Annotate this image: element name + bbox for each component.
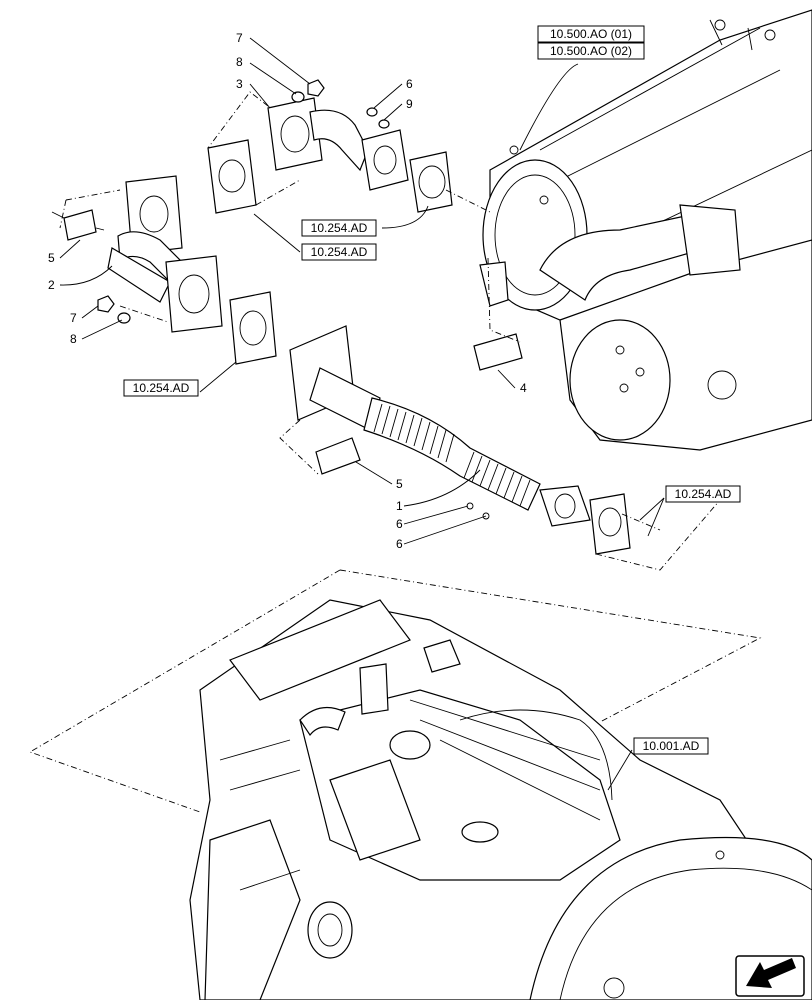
callout-4: 4 xyxy=(520,381,527,395)
callout-5-upper: 5 xyxy=(48,251,55,265)
aftertreatment-unit xyxy=(479,9,812,451)
ref-ad-upper: 10.254.AD xyxy=(311,221,368,235)
ref-ao-01: 10.500.AO (01) xyxy=(550,27,632,41)
ref-box-ad-right: 10.254.AD xyxy=(665,485,741,503)
callout-5-lower: 5 xyxy=(396,477,403,491)
gasket-mid xyxy=(229,291,277,365)
bellows-corrugations xyxy=(373,403,531,507)
pipe-2-assembly xyxy=(51,175,223,333)
callout-6-upper: 6 xyxy=(406,77,413,91)
upper-elbow-assembly xyxy=(207,97,453,214)
ref-box-ad-left: 10.254.AD xyxy=(123,379,199,397)
callout-6-mid: 6 xyxy=(396,517,403,531)
exploded-view-lines xyxy=(28,91,762,813)
bellows-pipe-assembly xyxy=(289,325,631,555)
callout-7-lower: 7 xyxy=(70,311,77,325)
callouts: 7 8 3 6 9 5 2 7 8 4 5 1 6 6 xyxy=(48,31,527,551)
ref-box-ad-upper: 10.254.AD xyxy=(301,219,377,237)
ref-ao-02: 10.500.AO (02) xyxy=(550,44,632,58)
ref-ad-mid: 10.254.AD xyxy=(311,245,368,259)
ref-ad-right: 10.254.AD xyxy=(675,487,732,501)
callout-8-lower: 8 xyxy=(70,332,77,346)
callout-9: 9 xyxy=(406,97,413,111)
arrow-icon[interactable] xyxy=(735,955,805,997)
callout-2: 2 xyxy=(48,278,55,292)
ref-ad-left: 10.254.AD xyxy=(133,381,190,395)
ref-box-ad-mid: 10.254.AD xyxy=(301,243,377,261)
callout-8-upper: 8 xyxy=(236,55,243,69)
ref-box-engine: 10.001.AD xyxy=(633,737,709,755)
callout-6-lower: 6 xyxy=(396,537,403,551)
ref-box-ao: 10.500.AO (01) 10.500.AO (02) xyxy=(537,25,645,60)
callout-3: 3 xyxy=(236,77,243,91)
ref-engine: 10.001.AD xyxy=(643,739,700,753)
callout-7-upper: 7 xyxy=(236,31,243,45)
leader-lines xyxy=(59,37,665,791)
callout-1: 1 xyxy=(396,499,403,513)
